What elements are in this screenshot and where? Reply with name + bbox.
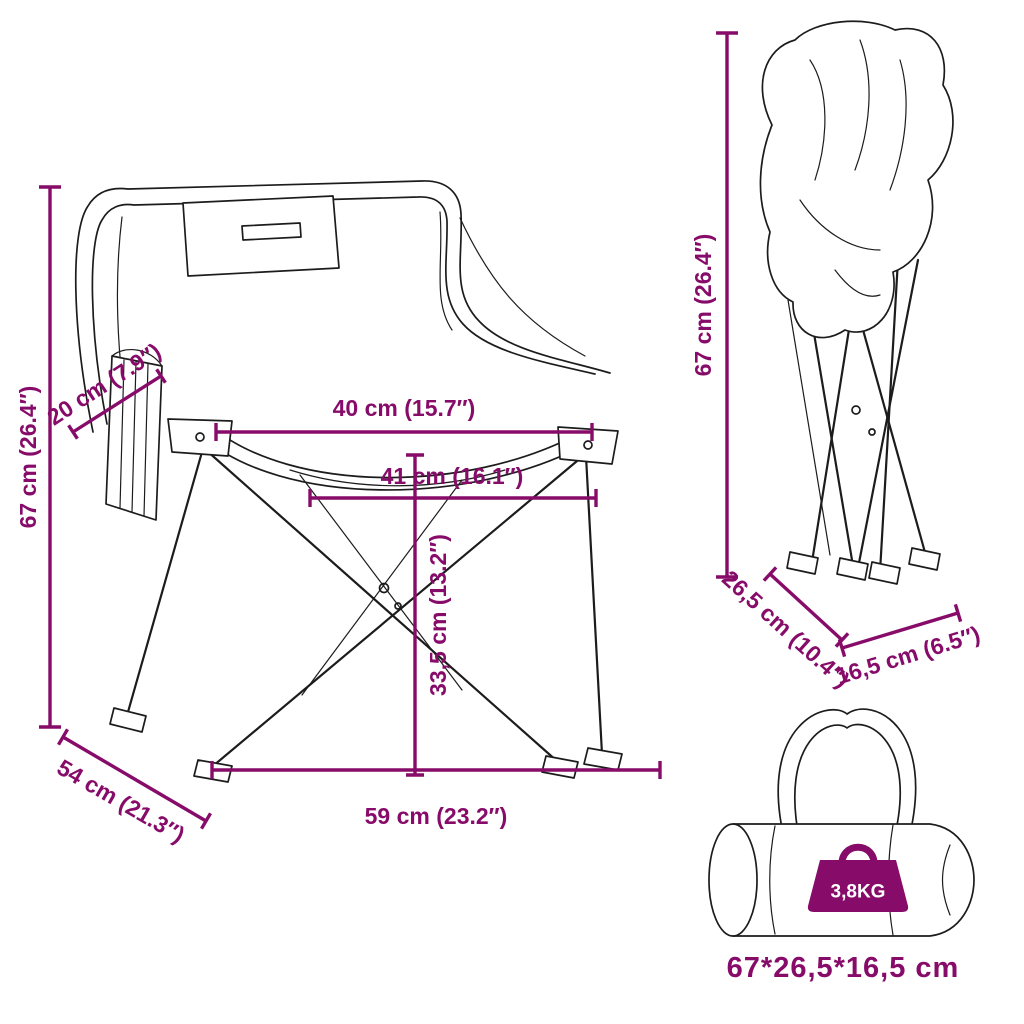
seat-height-dimension: 33,5 cm (13.2″): [406, 453, 451, 777]
bag-weight-label: 3,8KG: [831, 882, 886, 903]
front-chair-drawing: [74, 180, 623, 783]
width-dimension: 59 cm (23.2″): [210, 761, 662, 829]
side-pocket: [105, 348, 163, 521]
folded-width-label: 16,5 cm (6.5″): [833, 621, 983, 689]
front-height-dimension: 67 cm (26.4″): [15, 185, 61, 729]
folded-width-dimension: 16,5 cm (6.5″): [833, 603, 983, 689]
carry-bag-drawing: 3,8KG 67*26,5*16,5 cm: [708, 708, 975, 984]
folded-height-dimension: 67 cm (26.4″): [690, 31, 738, 579]
folded-chair-drawing: [759, 20, 954, 585]
bag-size-label: 67*26,5*16,5 cm: [727, 952, 960, 984]
width-dimension-label: 59 cm (23.2″): [365, 803, 508, 829]
seat-height-label: 33,5 cm (13.2″): [425, 534, 451, 696]
inner-width-label: 40 cm (15.7″): [333, 395, 476, 421]
folded-depth-dimension: 26,5 cm (10.4″): [717, 565, 855, 693]
front-height-label: 67 cm (26.4″): [15, 386, 41, 529]
folded-height-label: 67 cm (26.4″): [690, 234, 716, 377]
weight-icon: 3,8KG: [807, 843, 909, 912]
folded-depth-label: 26,5 cm (10.4″): [717, 565, 855, 693]
top-pocket: [182, 195, 340, 277]
bag-handle: [777, 708, 917, 844]
seat-width-label: 41 cm (16.1″): [381, 463, 524, 489]
chair-legs: [109, 448, 623, 783]
seat-width-dimension: 41 cm (16.1″): [308, 463, 598, 507]
depth-dimension: 54 cm (21.3″): [53, 728, 212, 848]
inner-width-dimension: 40 cm (15.7″): [214, 395, 594, 441]
